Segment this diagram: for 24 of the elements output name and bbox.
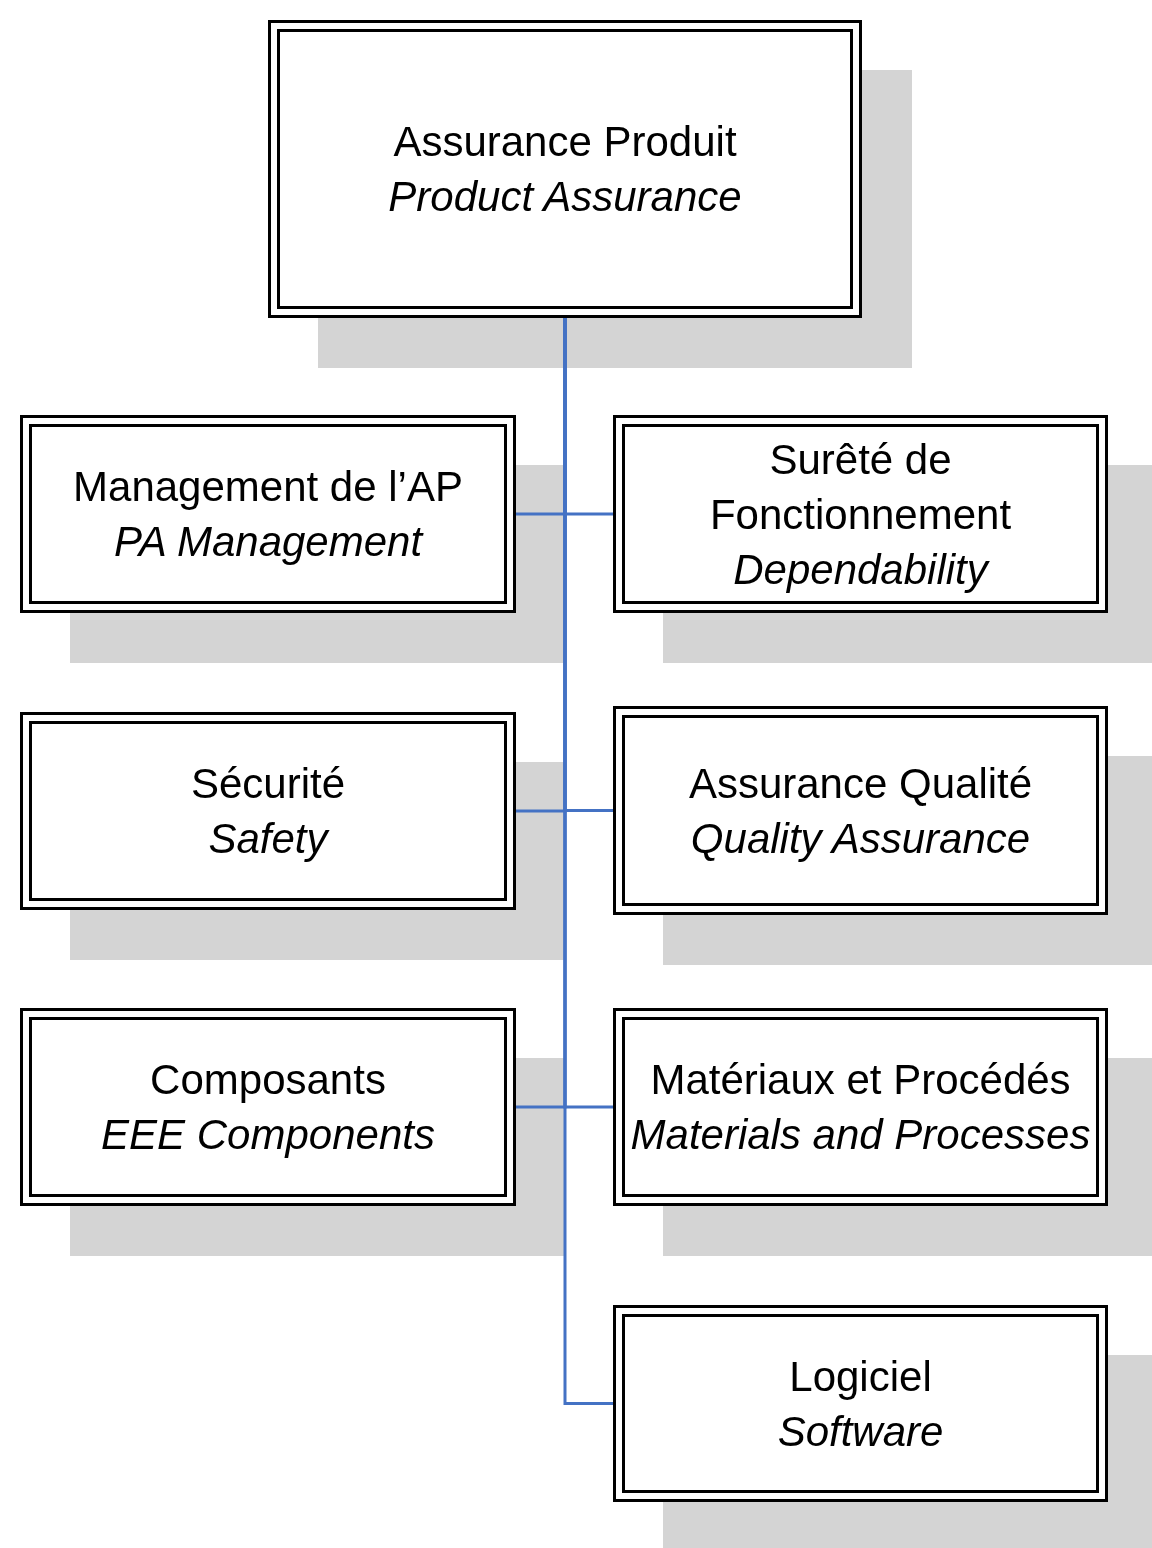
english-title: PA Management (113, 517, 423, 567)
french-title: Matériaux et Procédés (650, 1055, 1071, 1105)
org-box (613, 1008, 1108, 1206)
french-title: Sécurité (190, 759, 346, 809)
english-title: EEE Components (101, 1110, 435, 1160)
org-box (613, 415, 1108, 613)
english-title: Product Assurance (388, 172, 742, 222)
english-title: Dependability (733, 544, 988, 595)
english-title: Quality Assurance (690, 813, 1031, 864)
org-box (20, 415, 516, 613)
french-title: Composants (150, 1055, 386, 1105)
french-title: Assurance Produit (393, 117, 737, 167)
french-title: Surêté de Fonctionnement (708, 434, 1013, 540)
org-box (613, 706, 1108, 915)
french-title: Logiciel (789, 1351, 932, 1402)
french-title: Assurance Qualité (688, 758, 1033, 809)
org-box (268, 20, 862, 318)
english-title: Software (777, 1406, 944, 1457)
org-box (613, 1305, 1108, 1502)
org-box (20, 1008, 516, 1206)
org-box (20, 712, 516, 910)
english-title: Safety (208, 814, 328, 864)
french-title: Management de l’AP (73, 462, 463, 512)
english-title: Materials and Processes (630, 1110, 1091, 1160)
